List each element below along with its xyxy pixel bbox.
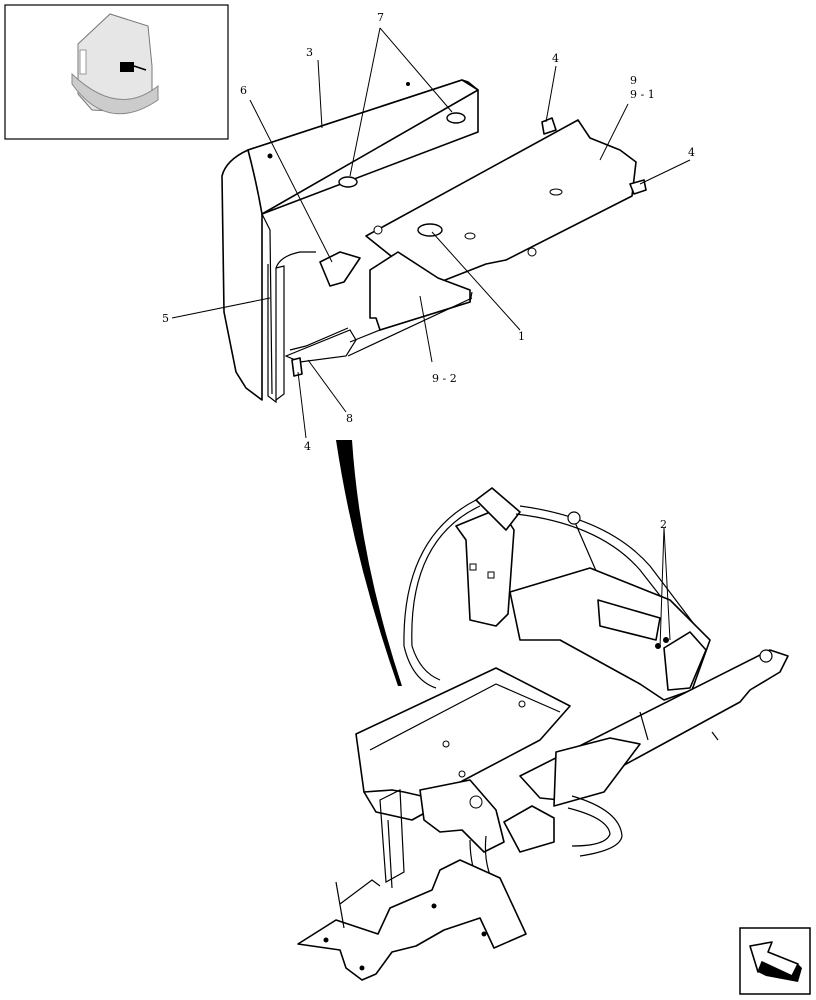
callout-3: 3 xyxy=(306,46,313,59)
grommet-part-7a xyxy=(338,176,358,188)
callout-4-top: 4 xyxy=(552,52,559,65)
grommet-part-1 xyxy=(417,223,443,237)
clip-part-4c xyxy=(291,357,303,377)
callout-9: 9 xyxy=(630,74,637,87)
seal-strip-part-5 xyxy=(267,251,316,404)
callout-2: 2 xyxy=(660,518,667,531)
callout-5: 5 xyxy=(162,312,169,325)
callout-8: 8 xyxy=(346,412,353,425)
mounting-base xyxy=(297,859,527,981)
callout-4-bottom: 4 xyxy=(304,440,311,453)
machine-thumbnail-icon xyxy=(71,13,159,115)
seal-strip-part-8 xyxy=(289,327,349,351)
assembly-connector-arrow xyxy=(336,440,402,686)
grommet-part-7b xyxy=(446,112,466,124)
leader-lines-upper xyxy=(171,27,691,439)
callout-7: 7 xyxy=(377,11,384,24)
leader-lines-lower xyxy=(659,527,671,649)
installed-assembly xyxy=(297,487,789,981)
thumbnail-box[interactable] xyxy=(4,4,229,140)
callout-9-1: 9 - 1 xyxy=(630,88,655,101)
clip-part-4a xyxy=(541,117,557,135)
strip-part-6 xyxy=(319,251,361,287)
callout-labels: 7 3 6 4 9 9 - 1 4 5 1 9 - 2 8 4 2 xyxy=(162,11,695,531)
control-console xyxy=(509,567,711,701)
callout-4-right: 4 xyxy=(688,146,695,159)
cover-top-face xyxy=(247,79,479,215)
callout-6: 6 xyxy=(240,84,247,97)
callout-1: 1 xyxy=(518,330,525,343)
callout-9-2: 9 - 2 xyxy=(432,372,457,385)
cover-assembly xyxy=(221,79,647,404)
previous-page-arrow-icon[interactable] xyxy=(739,927,811,995)
